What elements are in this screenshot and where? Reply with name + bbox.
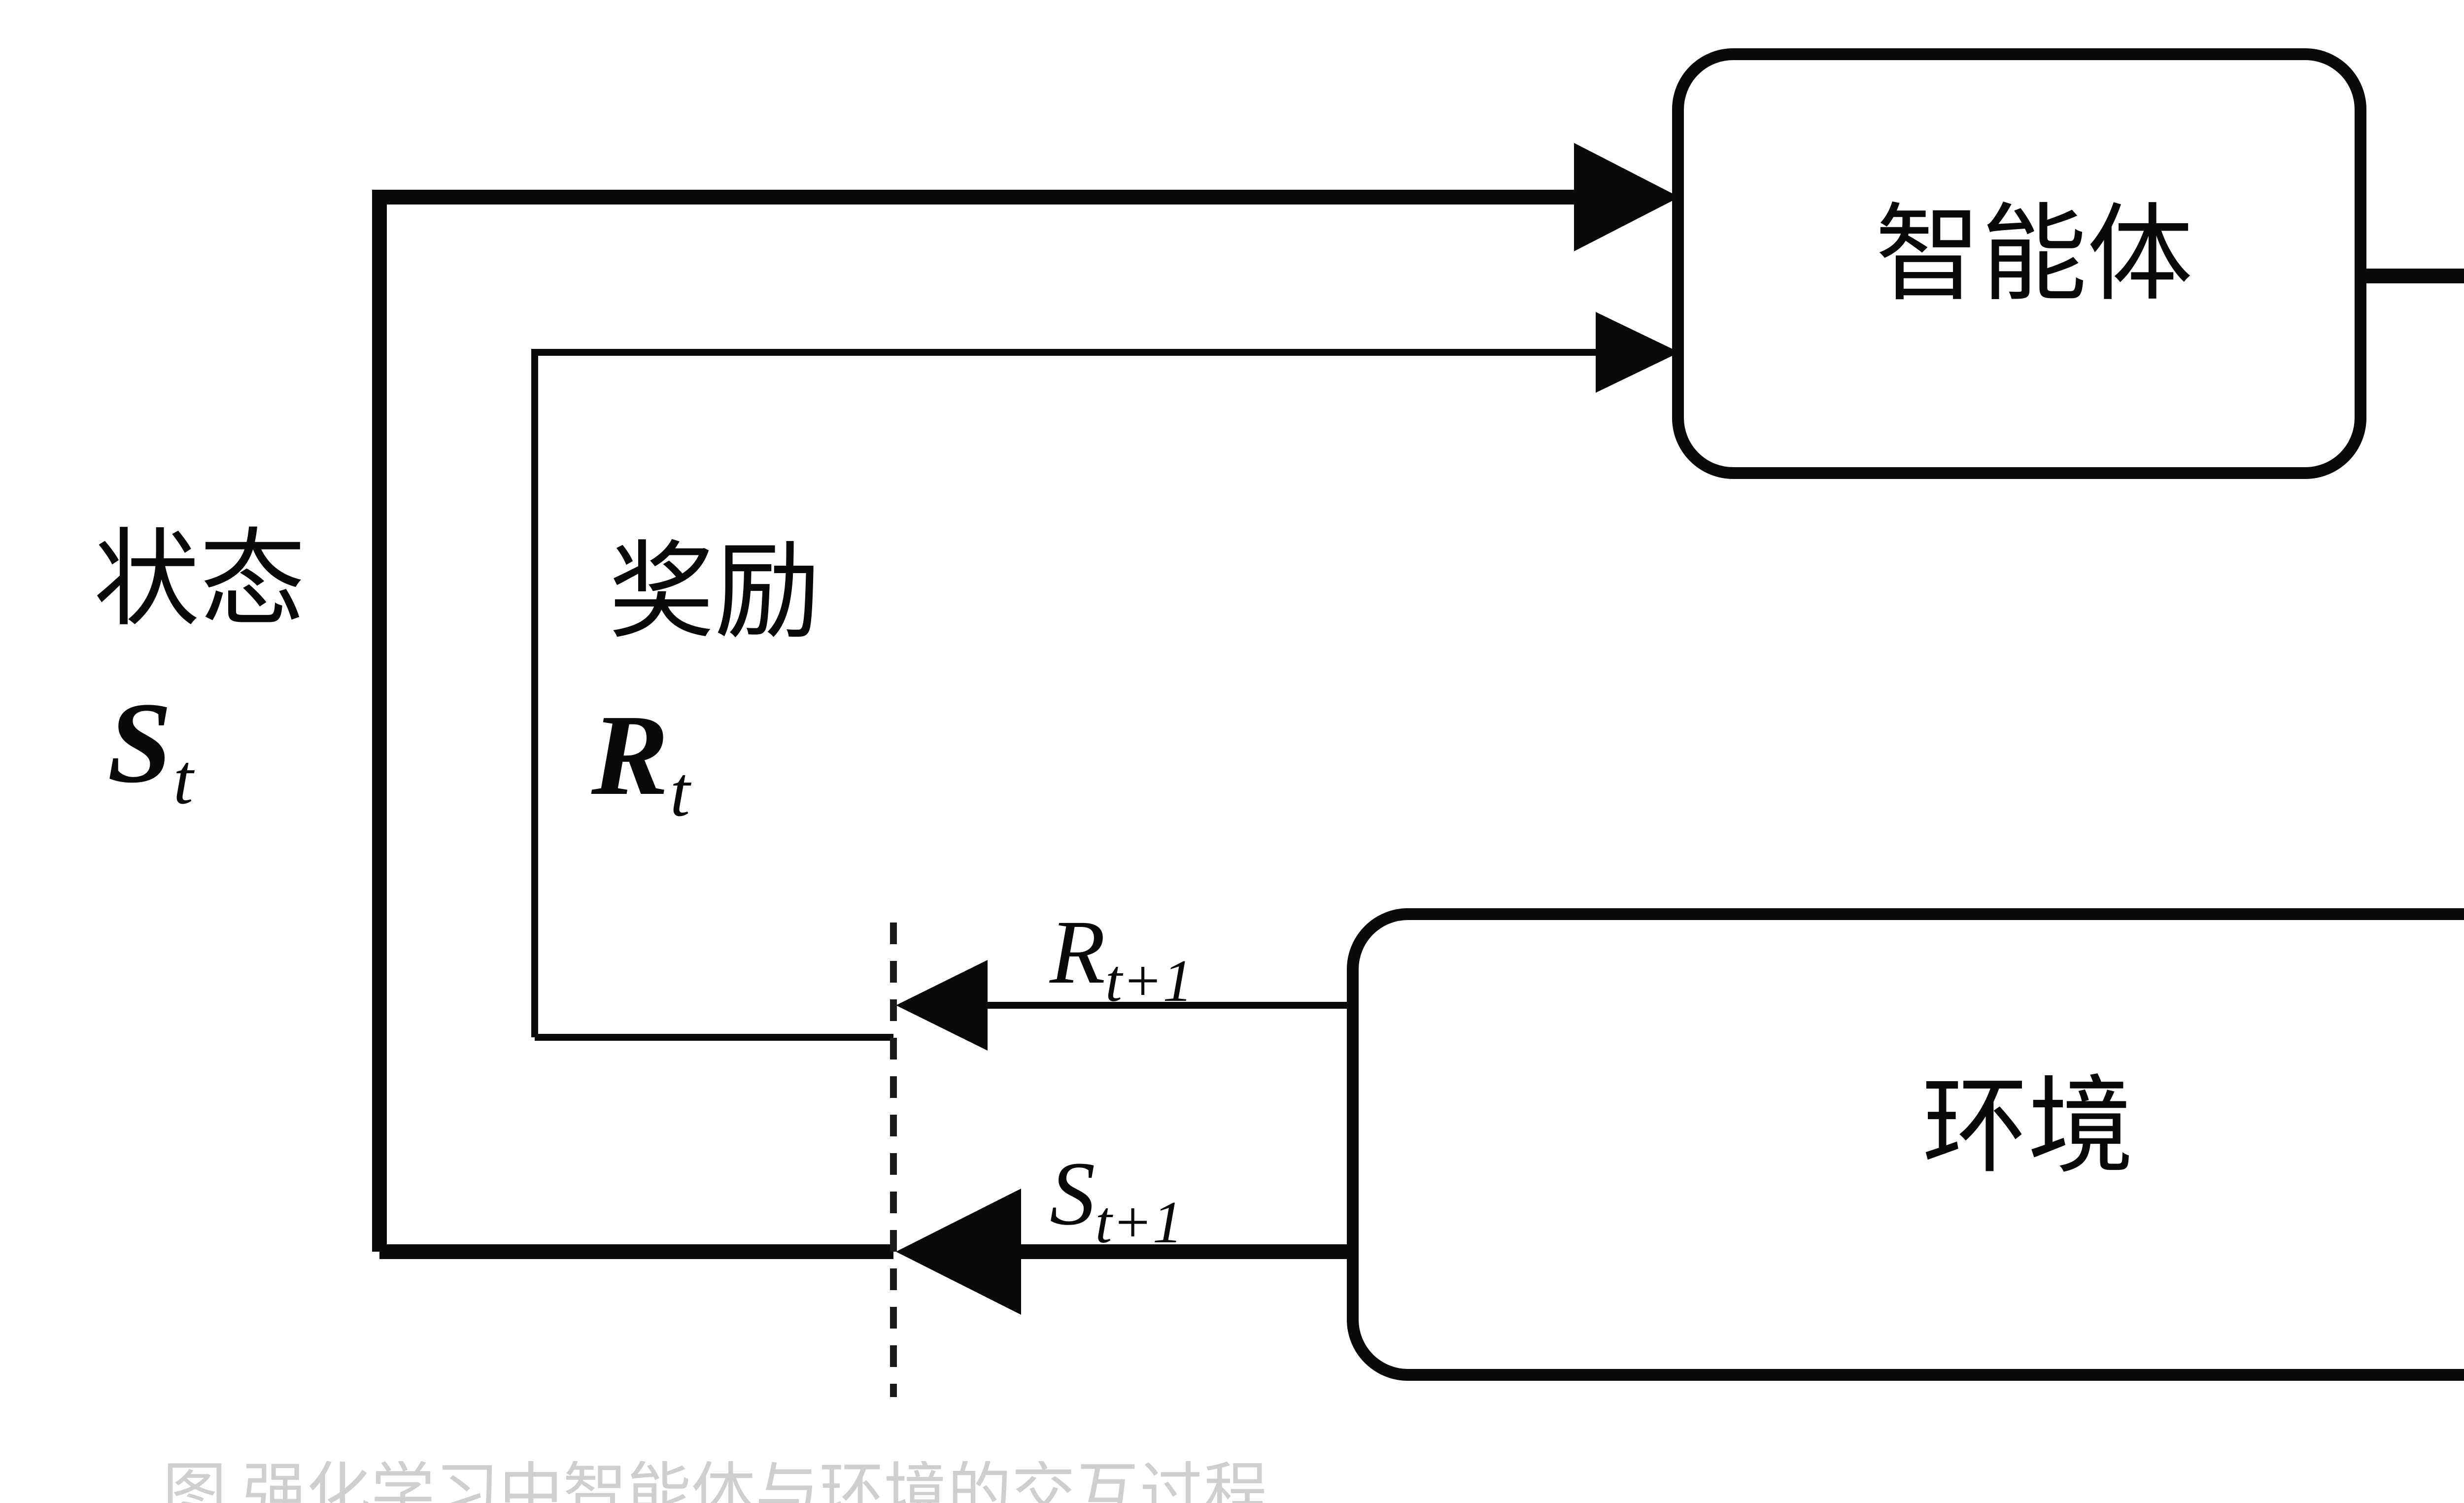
boundary-stubs <box>379 1034 893 1259</box>
environment-node <box>1347 908 2464 1381</box>
state-arrowhead <box>1574 143 1679 251</box>
agent-node <box>1672 48 2366 479</box>
reward-next-arrowhead <box>896 960 988 1051</box>
reward-symbol-base: R <box>591 691 669 819</box>
figure-caption: 图 强化学习中智能体与环境的交互过程 <box>163 1461 1268 1503</box>
state-edge-word-label: 状态 <box>94 521 306 639</box>
state-next-symbol-label: St+1 <box>1050 1148 1183 1252</box>
state-next-symbol-base: S <box>1050 1143 1095 1244</box>
state-edge-symbol-label: St <box>107 685 193 815</box>
state-next-symbol-subscript: t+1 <box>1095 1189 1183 1256</box>
reward-edge <box>531 312 1679 1037</box>
state-symbol-base: S <box>107 679 172 807</box>
environment-node-label: 环境 <box>1922 1068 2134 1186</box>
reward-arrowhead <box>1596 312 1679 393</box>
state-edge <box>372 143 1679 1252</box>
reward-next-symbol-subscript: t+1 <box>1105 947 1193 1014</box>
agent-node-label: 智能体 <box>1875 196 2193 314</box>
reward-next-symbol-label: Rt+1 <box>1050 907 1193 1011</box>
reward-edge-symbol-label: Rt <box>591 697 690 827</box>
state-next-arrowhead <box>896 1189 1021 1315</box>
state-symbol-subscript: t <box>173 739 194 819</box>
reward-symbol-subscript: t <box>670 751 690 831</box>
reward-next-symbol-base: R <box>1050 902 1106 1003</box>
state-next-edge <box>896 1189 1355 1315</box>
reward-edge-word-label: 奖励 <box>609 534 821 651</box>
reward-next-edge <box>896 960 1355 1051</box>
